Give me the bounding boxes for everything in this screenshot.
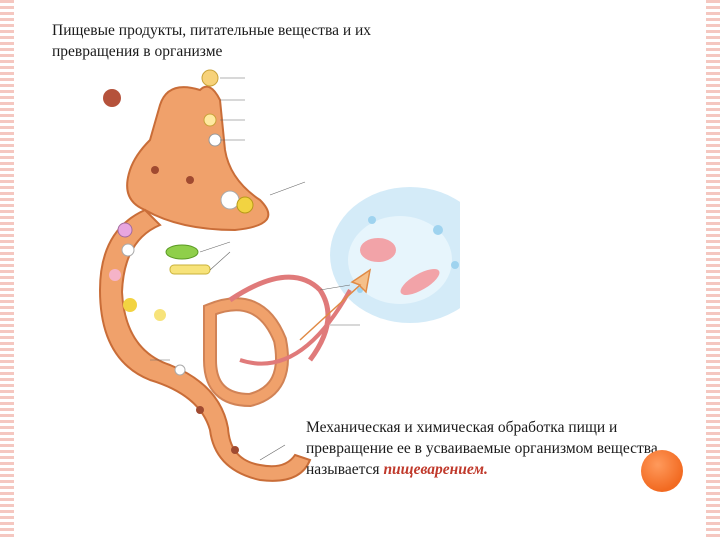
left-border-stripes <box>0 0 14 540</box>
orange-circle-decoration <box>641 450 683 492</box>
digestion-diagram <box>98 69 460 482</box>
caption-text: Механическая и химическая обработка пищи… <box>306 419 658 478</box>
food-particles <box>103 69 254 454</box>
slide-title: Пищевые продукты, питательные вещества и… <box>52 22 372 60</box>
leader-lines <box>150 77 360 461</box>
cell-illustration <box>330 187 460 323</box>
caption-term: пищеварением. <box>383 461 488 478</box>
caption: Механическая и химическая обработка пищи… <box>306 417 666 480</box>
right-border-stripes <box>706 0 720 540</box>
